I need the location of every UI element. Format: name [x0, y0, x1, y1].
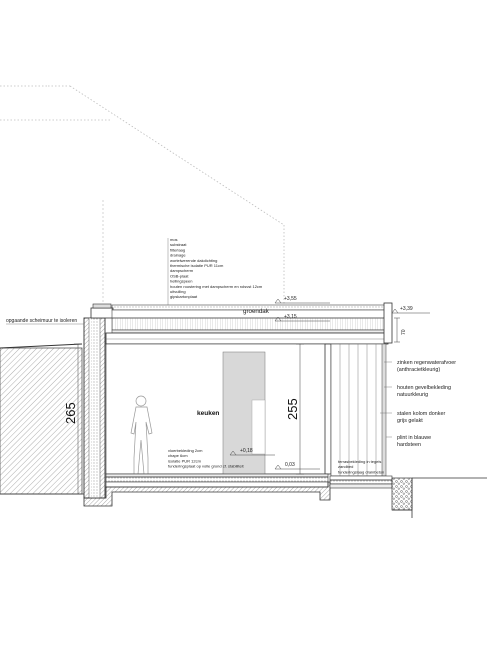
roof-layer-item: substraat: [170, 242, 187, 247]
human-scale-figure: [130, 395, 153, 475]
floor-layer-item: vloerbekleding 2cm: [168, 448, 203, 453]
room-height-dimension: [296, 343, 304, 475]
terrace-layer-item: funderingslaag drainbeton: [338, 469, 384, 474]
level-roof-top: +3,55: [284, 296, 297, 302]
level-floor: +0,18: [240, 448, 253, 454]
cladding-label-2: natuurkleurig: [397, 392, 428, 398]
roof-layer-item: houten roostering met dampscherm en rols…: [170, 284, 263, 289]
level-roof-bottom: +3,15: [284, 314, 297, 320]
roof-layers-list: mossubstraatfilterlaagdrainagewortelwere…: [170, 237, 263, 299]
fascia-dimension: [394, 317, 400, 343]
floor-level-markers: [229, 450, 320, 470]
existing-house-outline: [0, 85, 285, 305]
roof-layer-item: drainage: [170, 253, 186, 258]
wall-height-dimension: [74, 343, 82, 495]
party-wall: [83, 303, 114, 499]
roof-layer-item: mos: [170, 237, 178, 242]
leader-lines: [167, 238, 392, 438]
floor-slab: [83, 473, 331, 507]
roof-layer-item: wortelwerende dakdichting: [170, 258, 217, 263]
gutter-label-2: (anthracietkleurig): [397, 367, 440, 373]
plinth-label-2: hardsteen: [397, 442, 421, 448]
roof-level-markers: [274, 298, 430, 322]
roof-label: groendak: [243, 308, 270, 315]
dimension-wall-height: 265: [63, 402, 78, 424]
floor-layer-item: funderingsplaat op volle grond cf. stabi…: [168, 464, 244, 469]
cladding-label-1: houten gevelbekleding: [397, 385, 451, 391]
roof-layer-item: uitvulling: [170, 289, 186, 294]
dimension-fascia: 70: [401, 329, 407, 335]
wood-cladding: [330, 343, 387, 477]
steel-column: [324, 343, 332, 475]
roof-layer-item: filterlaag: [170, 247, 185, 252]
roof-layer-item: OSB-plaat: [170, 273, 189, 278]
floor-layer-item: isolatie PUR 12cm: [168, 458, 202, 463]
terrace-layer-item: zandbed: [338, 464, 353, 469]
roof-layer-item: hellingspeen: [170, 279, 192, 284]
floor-layer-item: chape 6cm: [168, 453, 188, 458]
existing-wall-label: opgaande scheimuur te isoleren: [6, 318, 77, 324]
column-label-1: stalen kolom donker: [397, 411, 445, 417]
roof-layer-item: dampscherm: [170, 268, 194, 273]
level-ground: 0,03: [285, 462, 295, 468]
room-label: keuken: [197, 410, 219, 417]
dimension-room-height: 255: [285, 398, 300, 420]
terrace-layer-item: terrasbekleding in tegels: [338, 459, 381, 464]
roof-layer-item: gipskartonplaat: [170, 294, 198, 299]
roof-layer-item: thermische isolatie PUR 11cm: [170, 263, 224, 268]
existing-neighbour-wall: [0, 343, 83, 495]
column-label-2: grijs gelakt: [397, 418, 423, 424]
level-right-top: +3,39: [400, 306, 413, 312]
terrace-build-list: terrasbekleding in tegelszandbedfunderin…: [338, 459, 384, 474]
terrace: [329, 475, 487, 518]
plinth-label-1: plint in blauwe: [397, 435, 431, 441]
gutter-label-1: zinken regenwaterafvoer: [397, 360, 456, 366]
kitchen-room: [105, 343, 327, 475]
